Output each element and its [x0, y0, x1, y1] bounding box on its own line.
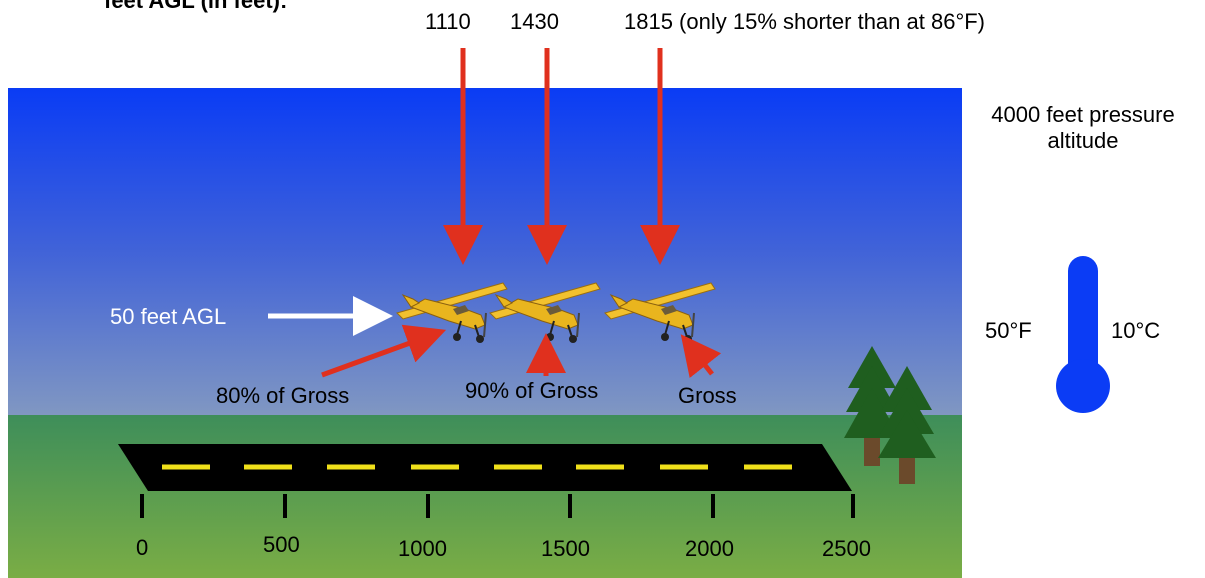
pressure-altitude-label: 4000 feet pressure altitude: [991, 102, 1175, 153]
sky-background: [8, 88, 962, 415]
grass-ground: [8, 415, 962, 578]
label-gross: Gross: [678, 383, 737, 408]
arrow-gross: [680, 334, 722, 379]
tree-left: [844, 346, 900, 466]
tick-label-1000: 1000: [398, 536, 447, 561]
runway-tick-marks: [140, 494, 855, 518]
label-90-percent: 90% of Gross: [465, 378, 599, 403]
tick-label-500: 500: [263, 532, 300, 557]
tick-label-2500: 2500: [822, 536, 871, 561]
runway: [118, 444, 852, 491]
tick-label-1500: 1500: [541, 536, 590, 561]
label-80-percent: 80% of Gross: [216, 383, 350, 408]
thermometer-icon: [1056, 256, 1110, 413]
temperature-f: 50°F: [985, 318, 1032, 343]
distance-1815: 1815 (only 15% shorter than at 86°F): [624, 9, 986, 34]
cut-title: feet AGL (in feet):: [104, 0, 288, 13]
tick-label-0: 0: [136, 535, 149, 560]
arrow-80-percent: [321, 324, 447, 378]
tree-right: [878, 366, 936, 484]
distance-1110: 1110: [425, 9, 471, 34]
agl-label: 50 feet AGL: [110, 304, 227, 329]
distance-1430: 1430: [510, 9, 559, 34]
temperature-c: 10°C: [1111, 318, 1161, 343]
tick-label-2000: 2000: [685, 536, 734, 561]
